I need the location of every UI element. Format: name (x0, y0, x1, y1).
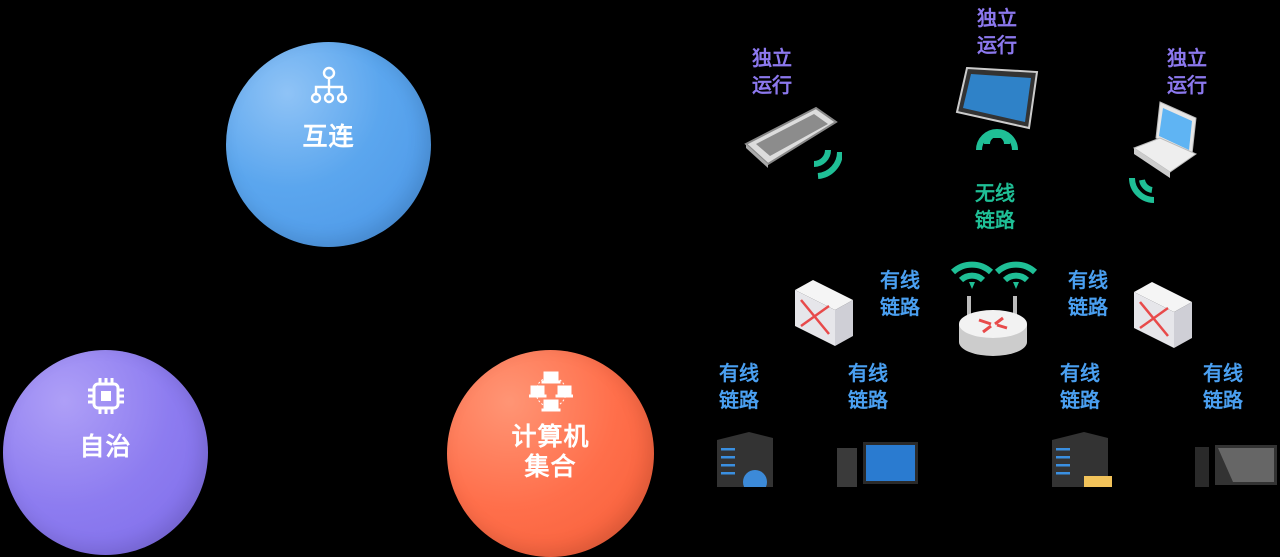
standalone-label-laptop: 独立 运行 (1157, 45, 1217, 99)
label-line1: 有线 (880, 268, 920, 292)
wired-link-label-switch-right: 有线 链路 (1058, 267, 1118, 321)
standalone-label-tablet: 独立 运行 (967, 5, 1027, 59)
server-globe-icon (717, 432, 773, 487)
wired-link-label-switch-left: 有线 链路 (870, 267, 930, 321)
label-line2: 链路 (1060, 388, 1100, 412)
label-line2: 链路 (719, 388, 759, 412)
label-line1: 独立 (977, 6, 1017, 30)
concept-interconnect: 互连 (226, 42, 431, 247)
hierarchy-network-icon (310, 66, 347, 104)
desktop-pc-gray-icon (1195, 445, 1277, 487)
laptop-icon (1129, 101, 1198, 203)
label-line2: 链路 (1203, 388, 1243, 412)
tablet-icon (955, 66, 1039, 151)
label-line2: 运行 (752, 73, 792, 97)
wifi-icon (950, 261, 1038, 283)
concept-label-line2: 集合 (524, 452, 577, 481)
concept-label: 互连 (302, 122, 355, 151)
network-switch-left-icon (795, 280, 853, 346)
network-switch-right-icon (1134, 282, 1192, 348)
label-line1: 独立 (752, 46, 792, 70)
label-line1: 有线 (719, 361, 759, 385)
concept-label: 计算机 集合 (511, 422, 589, 482)
label-line1: 有线 (848, 361, 888, 385)
standalone-label-phone: 独立 运行 (742, 45, 802, 99)
wireless-link-label: 无线 链路 (965, 180, 1025, 234)
wireless-router-icon (950, 261, 1038, 356)
smartphone-icon (744, 106, 842, 179)
wired-link-label-server: 有线 链路 (709, 360, 769, 414)
concept-label-line1: 计算机 (511, 422, 590, 451)
concept-computer-set: 计算机 集合 (447, 350, 654, 557)
concept-label: 自治 (79, 432, 132, 461)
label-line2: 链路 (880, 295, 920, 319)
server-folder-icon (1052, 432, 1112, 487)
label-line1: 有线 (1060, 361, 1100, 385)
cpu-chip-icon (87, 378, 124, 414)
label-line2: 链路 (975, 208, 1015, 232)
wired-link-label-desktop2: 有线 链路 (1193, 360, 1253, 414)
wired-link-label-desktop: 有线 链路 (838, 360, 898, 414)
label-line1: 无线 (975, 181, 1015, 205)
computer-network-icon (528, 371, 573, 412)
label-line1: 有线 (1203, 361, 1243, 385)
label-line2: 运行 (1167, 73, 1207, 97)
label-line2: 链路 (848, 388, 888, 412)
desktop-pc-icon (837, 442, 918, 487)
concept-autonomous: 自治 (3, 350, 208, 555)
label-line1: 独立 (1167, 46, 1207, 70)
label-line2: 运行 (977, 33, 1017, 57)
label-line1: 有线 (1068, 268, 1108, 292)
wired-link-label-server2: 有线 链路 (1050, 360, 1110, 414)
label-line2: 链路 (1068, 295, 1108, 319)
